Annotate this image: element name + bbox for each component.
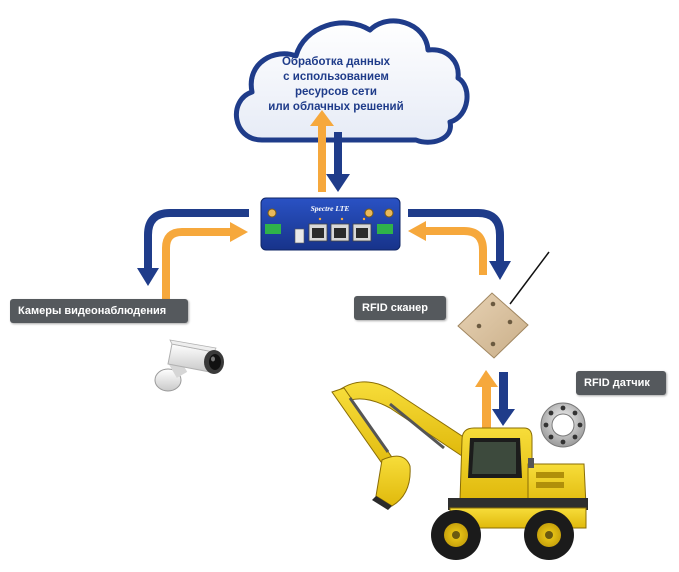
arrow-router-to-scanner xyxy=(408,209,511,280)
rfid-scanner-icon xyxy=(457,251,550,359)
router-icon: Spectre LTE xyxy=(260,197,401,251)
arrow-cloud-to-router xyxy=(326,132,350,192)
label-rfid-scanner: RFID сканер xyxy=(354,296,446,320)
arrow-excavator-to-scanner xyxy=(475,370,498,430)
arrow-scanner-to-excavator xyxy=(492,372,515,426)
arrow-scanner-to-router xyxy=(408,221,487,275)
cloud-text-line-4: или облачных решений xyxy=(268,101,404,113)
cloud-text: Обработка данных с использованием ресурс… xyxy=(236,55,436,115)
router-brand-label: Spectre LTE xyxy=(311,204,350,213)
arrow-cameras-to-router xyxy=(162,222,248,300)
cloud-text-line-3: ресурсов сети xyxy=(295,86,377,98)
label-cameras: Камеры видеонаблюдения xyxy=(10,299,188,323)
arrow-router-to-cameras xyxy=(137,209,249,286)
cloud-text-line-1: Обработка данных xyxy=(281,56,391,68)
label-rfid-sensor: RFID датчик xyxy=(576,371,666,395)
cloud-icon xyxy=(234,18,470,145)
arrow-router-to-cloud xyxy=(310,110,334,192)
camera-icon xyxy=(154,339,224,392)
cloud-text-line-2: с использованием xyxy=(283,71,389,83)
rfid-sensor-icon xyxy=(540,402,586,448)
excavator-icon xyxy=(331,381,588,560)
